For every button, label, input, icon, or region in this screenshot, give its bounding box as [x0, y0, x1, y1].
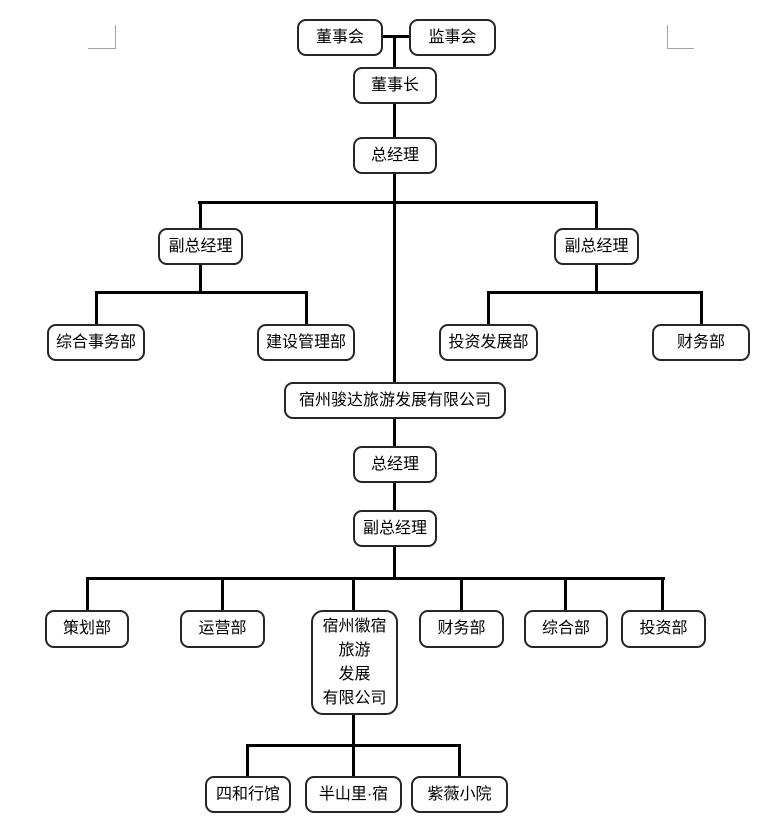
page-margin-mark-right [667, 25, 694, 49]
connector-construction-drop [305, 291, 308, 325]
connector-investment-dev-drop [487, 291, 490, 325]
page-margin-mark-left [88, 25, 116, 49]
org-node-huisu-company: 宿州徽宿 旅游 发展 有限公司 [311, 610, 398, 715]
connector-vgm-split-horizontal [198, 201, 598, 204]
connector-right-branch-horizontal [487, 291, 703, 294]
connector-huisu-drop [352, 577, 355, 611]
org-node-general-dept: 综合部 [524, 610, 608, 648]
connector-sihe-drop [246, 744, 249, 778]
connector-general-affairs-drop [95, 291, 98, 325]
connector-ziwei-drop [458, 744, 461, 777]
connector-vgm-to-row [393, 546, 396, 579]
connector-chairman-to-gm [393, 102, 396, 138]
org-node-board: 董事会 [297, 19, 383, 56]
org-node-banshanli: 半山里·宿 [305, 776, 402, 813]
org-node-investment-dept: 投资部 [621, 610, 706, 648]
connector-left-branch-horizontal [95, 291, 308, 294]
connector-finance-lower-drop [460, 577, 463, 611]
org-node-deputy-gm-right: 副总经理 [554, 228, 639, 265]
connector-gm-to-vgm [393, 482, 396, 512]
org-node-deputy-gm-mid: 副总经理 [353, 510, 437, 547]
connector-dept-row-horizontal [86, 577, 665, 580]
org-node-sihe-hotel: 四和行馆 [205, 776, 291, 813]
org-node-operations-dept: 运营部 [180, 610, 265, 648]
connector-board-supervisory [382, 35, 410, 38]
org-node-general-affairs-dept: 综合事务部 [47, 324, 145, 361]
org-node-finance-dept-upper: 财务部 [652, 324, 750, 361]
connector-general-dept-drop [564, 577, 567, 611]
connector-planning-drop [86, 577, 89, 611]
connector-gm-spine-to-junda [393, 172, 396, 383]
connector-finance-upper-drop [700, 291, 703, 325]
connector-vgm-right-down [595, 264, 598, 293]
org-node-construction-mgmt-dept: 建设管理部 [257, 324, 355, 361]
org-node-chairman: 董事长 [353, 67, 437, 104]
connector-huisu-down [352, 713, 355, 745]
org-node-finance-dept-lower: 财务部 [419, 610, 504, 648]
connector-junda-to-gm [393, 418, 396, 448]
org-node-investment-dev-dept: 投资发展部 [439, 324, 538, 361]
org-node-general-manager-mid: 总经理 [353, 446, 437, 483]
org-node-ziwei: 紫薇小院 [411, 776, 508, 813]
connector-banshanli-drop [352, 744, 355, 778]
org-node-deputy-gm-left: 副总经理 [158, 228, 243, 265]
connector-vgm-left-drop [199, 201, 202, 229]
connector-vgm-right-drop [595, 201, 598, 229]
org-node-general-manager-top: 总经理 [353, 137, 437, 174]
org-node-supervisory: 监事会 [409, 19, 496, 56]
org-node-planning-dept: 策划部 [45, 610, 129, 648]
connector-spine-to-chairman [393, 35, 396, 68]
connector-operations-drop [221, 577, 224, 611]
connector-investment-dept-drop [661, 577, 664, 611]
connector-vgm-left-down [199, 264, 202, 293]
org-node-junda-company: 宿州骏达旅游发展有限公司 [284, 382, 506, 419]
